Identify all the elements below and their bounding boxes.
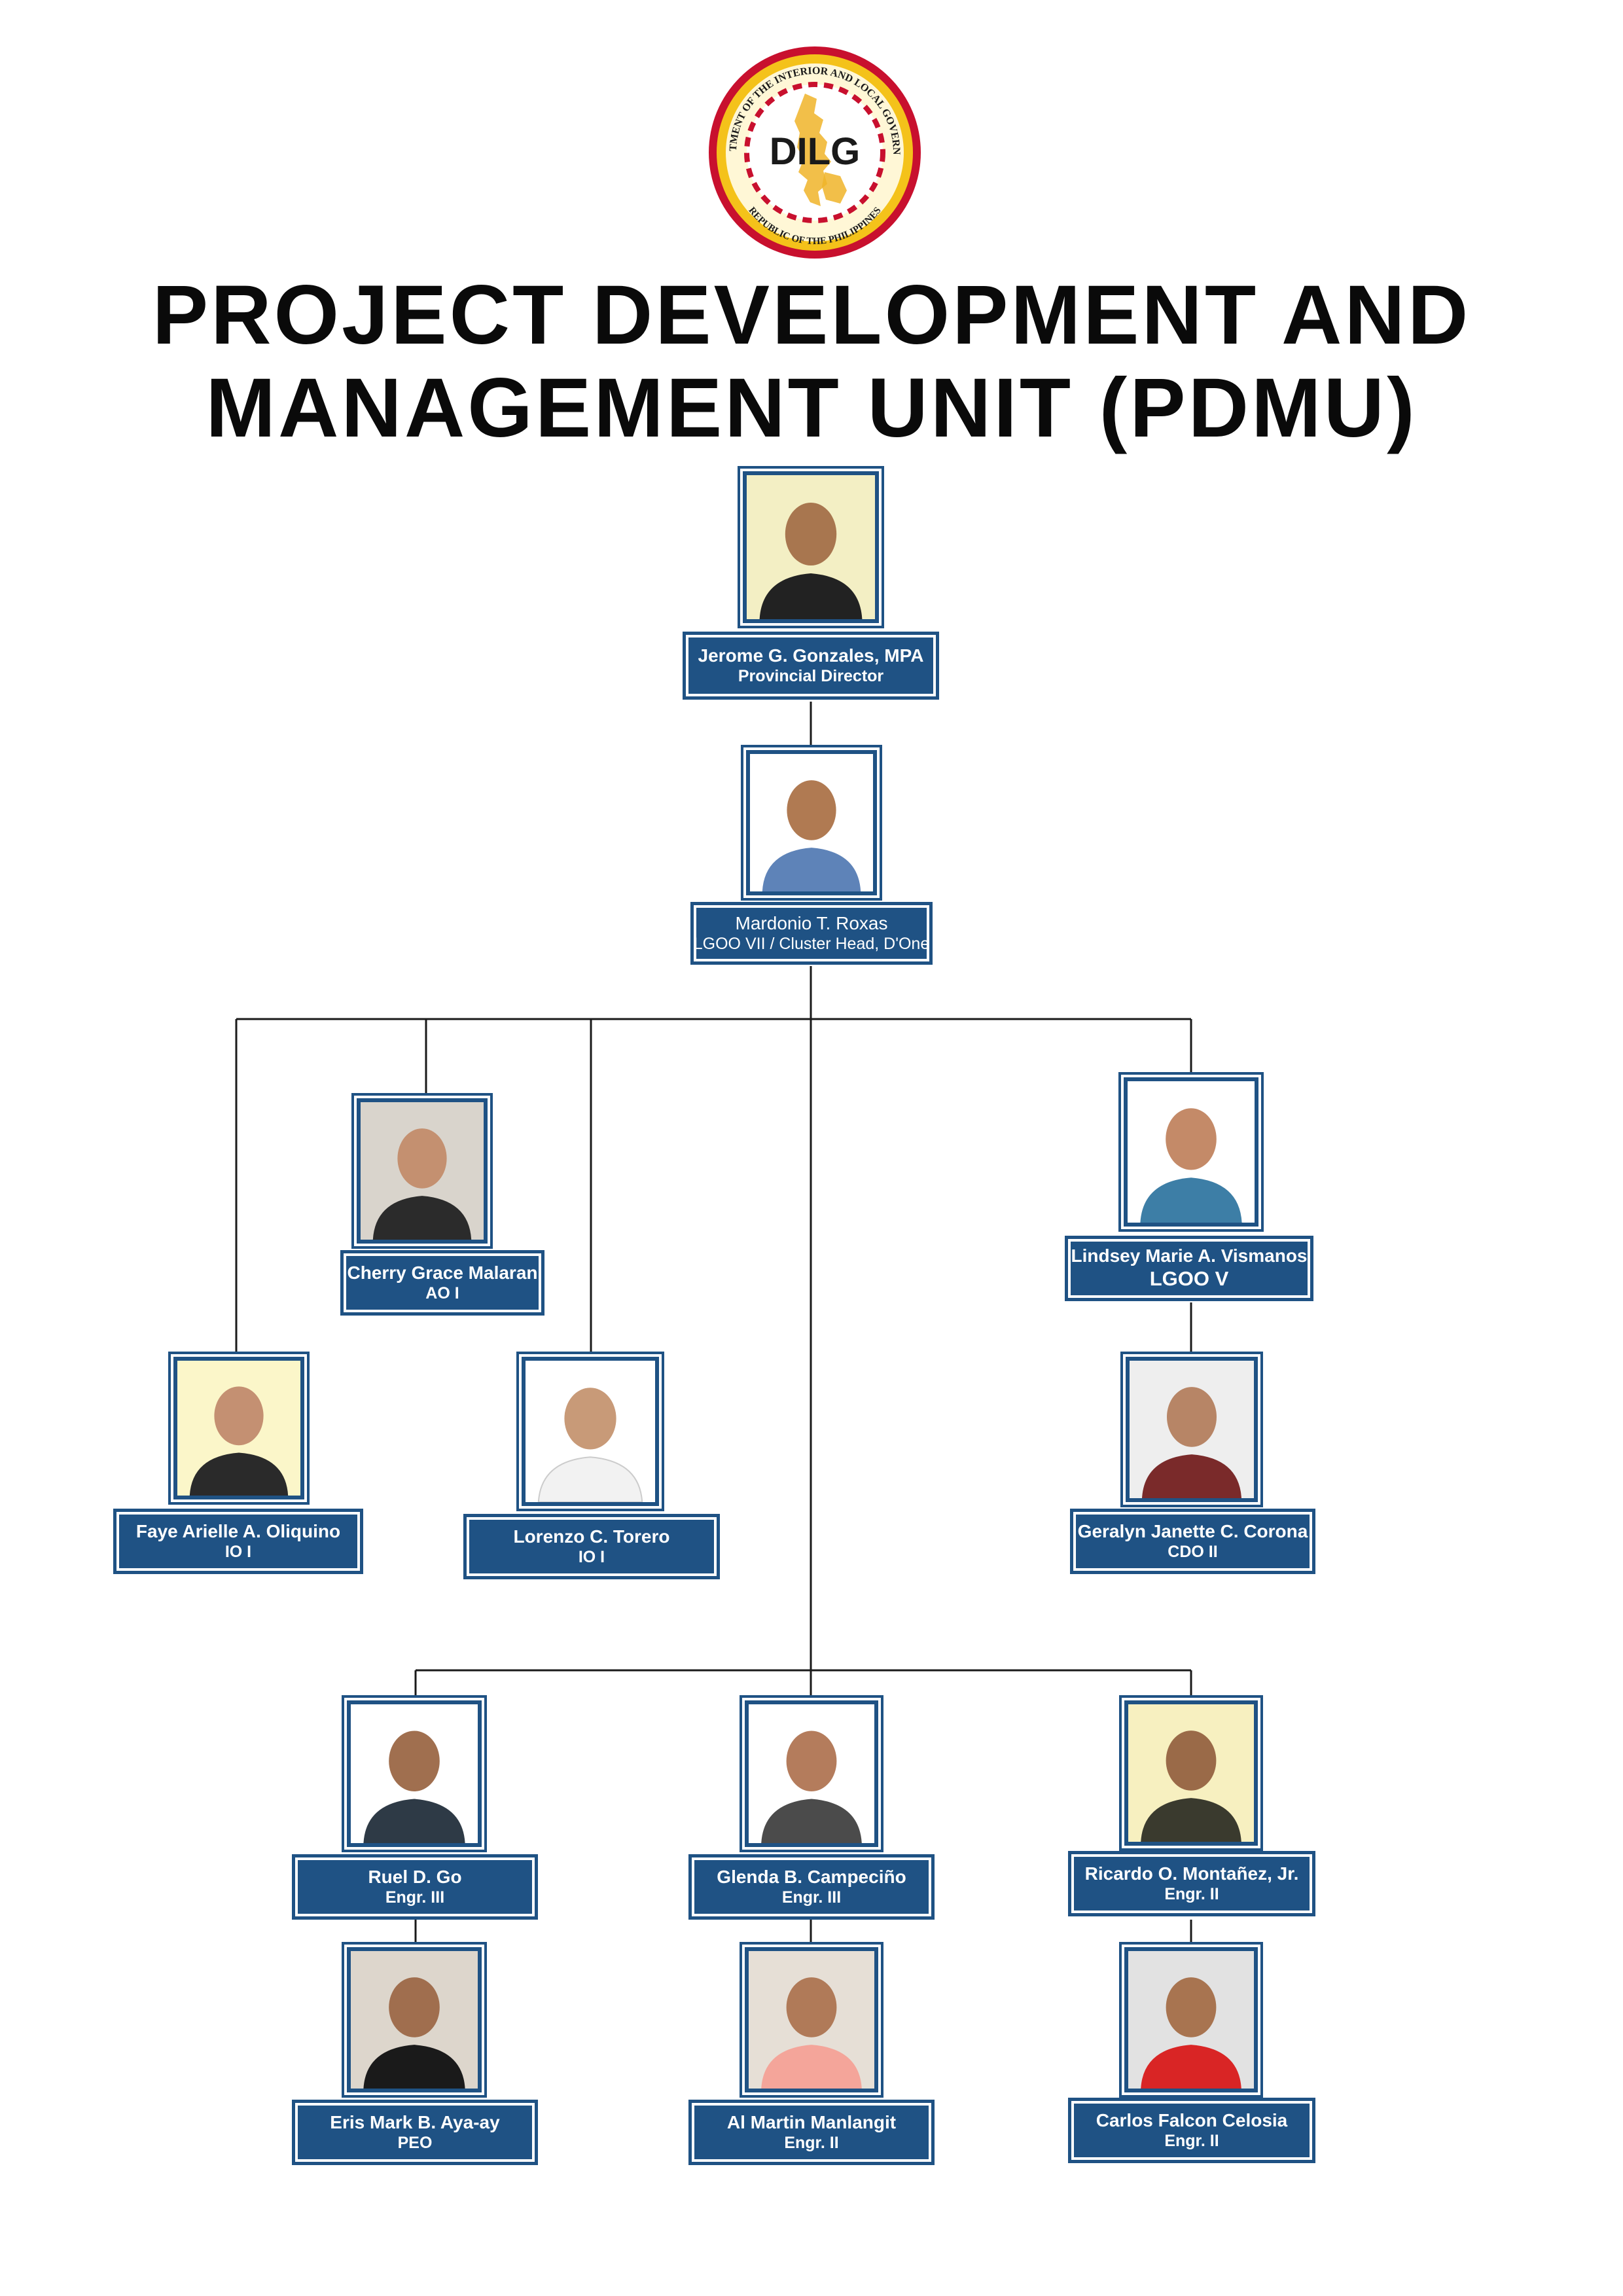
- photo-lorenzo-torero: [519, 1354, 662, 1509]
- portrait-placeholder: [1128, 1081, 1255, 1223]
- person-position: Engr. II: [1164, 1885, 1219, 1904]
- person-name: Jerome G. Gonzales, MPA: [698, 645, 924, 666]
- page-title-line-1: PROJECT DEVELOPMENT AND: [152, 268, 1471, 362]
- photo-cherry-grace-malaran: [354, 1096, 490, 1246]
- person-position: Provincial Director: [738, 667, 884, 686]
- seal-acronym: DILG: [770, 130, 861, 173]
- photo-ricardo-montanez: [1122, 1698, 1260, 1848]
- person-name: Glenda B. Campeciño: [717, 1866, 906, 1887]
- dilg-seal-logo: DEPARTMENT OF THE INTERIOR AND LOCAL GOV…: [707, 45, 921, 259]
- person-name: Mardonio T. Roxas: [735, 912, 888, 933]
- portrait-placeholder: [747, 475, 875, 619]
- person-position: LGOO V: [1149, 1267, 1229, 1291]
- person-name: Ruel D. Go: [368, 1866, 462, 1887]
- photo-director: [740, 469, 882, 626]
- photo-geralyn-janette-corona: [1123, 1354, 1260, 1505]
- photo-lindsey-marie-vismanos: [1121, 1075, 1261, 1229]
- person-position: IO I: [578, 1548, 605, 1567]
- page-title-line-2: MANAGEMENT UNIT (PDMU): [205, 361, 1418, 455]
- portrait-placeholder: [749, 1951, 874, 2089]
- person-name: Faye Arielle A. Oliquino: [135, 1520, 341, 1541]
- namebox-eris-mark-aya-ay: Eris Mark B. Aya-ay PEO: [292, 2100, 538, 2165]
- portrait-placeholder: [351, 1951, 478, 2089]
- person-name: Lorenzo C. Torero: [513, 1526, 670, 1547]
- person-name: Geralyn Janette C. Corona: [1077, 1520, 1308, 1541]
- namebox-geralyn-janette-corona: Geralyn Janette C. Corona CDO II: [1070, 1509, 1315, 1574]
- person-name: Ricardo O. Montañez, Jr.: [1084, 1863, 1299, 1884]
- photo-glenda-campecino: [742, 1698, 881, 1850]
- person-position: Engr. II: [1164, 2132, 1219, 2151]
- photo-al-martin-manlangit: [742, 1945, 881, 2095]
- person-name: Al Martin Manlangit: [726, 2111, 897, 2132]
- namebox-cluster-head: Mardonio T. Roxas LGOO VII / Cluster Hea…: [690, 902, 933, 965]
- namebox-carlos-falcon-celosia: Carlos Falcon Celosia Engr. II: [1068, 2098, 1315, 2163]
- person-name: Eris Mark B. Aya-ay: [330, 2111, 500, 2132]
- person-position: IO I: [224, 1543, 252, 1562]
- portrait-placeholder: [1128, 1704, 1254, 1842]
- person-position: CDO II: [1168, 1543, 1218, 1562]
- photo-faye-arielle-oliquino: [171, 1354, 307, 1502]
- namebox-lorenzo-torero: Lorenzo C. Torero IO I: [463, 1514, 720, 1579]
- namebox-ricardo-montanez: Ricardo O. Montañez, Jr. Engr. II: [1068, 1851, 1315, 1916]
- person-position: LGOO VII / Cluster Head, D'One: [693, 935, 930, 954]
- person-position: Engr. III: [385, 1888, 445, 1907]
- namebox-glenda-campecino: Glenda B. Campeciño Engr. III: [688, 1854, 935, 1920]
- portrait-placeholder: [526, 1361, 655, 1502]
- portrait-placeholder: [351, 1704, 478, 1843]
- person-name: Carlos Falcon Celosia: [1096, 2109, 1288, 2130]
- person-position: Engr. II: [784, 2134, 839, 2153]
- namebox-cherry-grace-malaran: Cherry Grace Malaran AO I: [340, 1250, 544, 1316]
- photo-ruel-go: [344, 1698, 484, 1850]
- person-name: Cherry Grace Malaran: [347, 1262, 538, 1283]
- photo-eris-mark-aya-ay: [344, 1945, 484, 2095]
- portrait-placeholder: [1128, 1951, 1254, 2089]
- portrait-placeholder: [749, 1704, 874, 1843]
- namebox-lindsey-marie-vismanos: Lindsey Marie A. Vismanos LGOO V: [1065, 1236, 1313, 1301]
- photo-cluster-head: [743, 747, 880, 898]
- namebox-ruel-go: Ruel D. Go Engr. III: [292, 1854, 538, 1920]
- photo-carlos-falcon-celosia: [1122, 1945, 1260, 2095]
- person-position: Engr. III: [781, 1888, 842, 1907]
- person-position: AO I: [425, 1284, 459, 1303]
- namebox-director: Jerome G. Gonzales, MPA Provincial Direc…: [683, 632, 939, 700]
- portrait-placeholder: [750, 754, 873, 891]
- namebox-al-martin-manlangit: Al Martin Manlangit Engr. II: [688, 2100, 935, 2165]
- portrait-placeholder: [1130, 1361, 1254, 1498]
- portrait-placeholder: [361, 1102, 484, 1240]
- person-name: Lindsey Marie A. Vismanos: [1071, 1245, 1308, 1266]
- portrait-placeholder: [177, 1361, 300, 1496]
- person-position: PEO: [397, 2134, 433, 2153]
- namebox-faye-arielle-oliquino: Faye Arielle A. Oliquino IO I: [113, 1509, 363, 1574]
